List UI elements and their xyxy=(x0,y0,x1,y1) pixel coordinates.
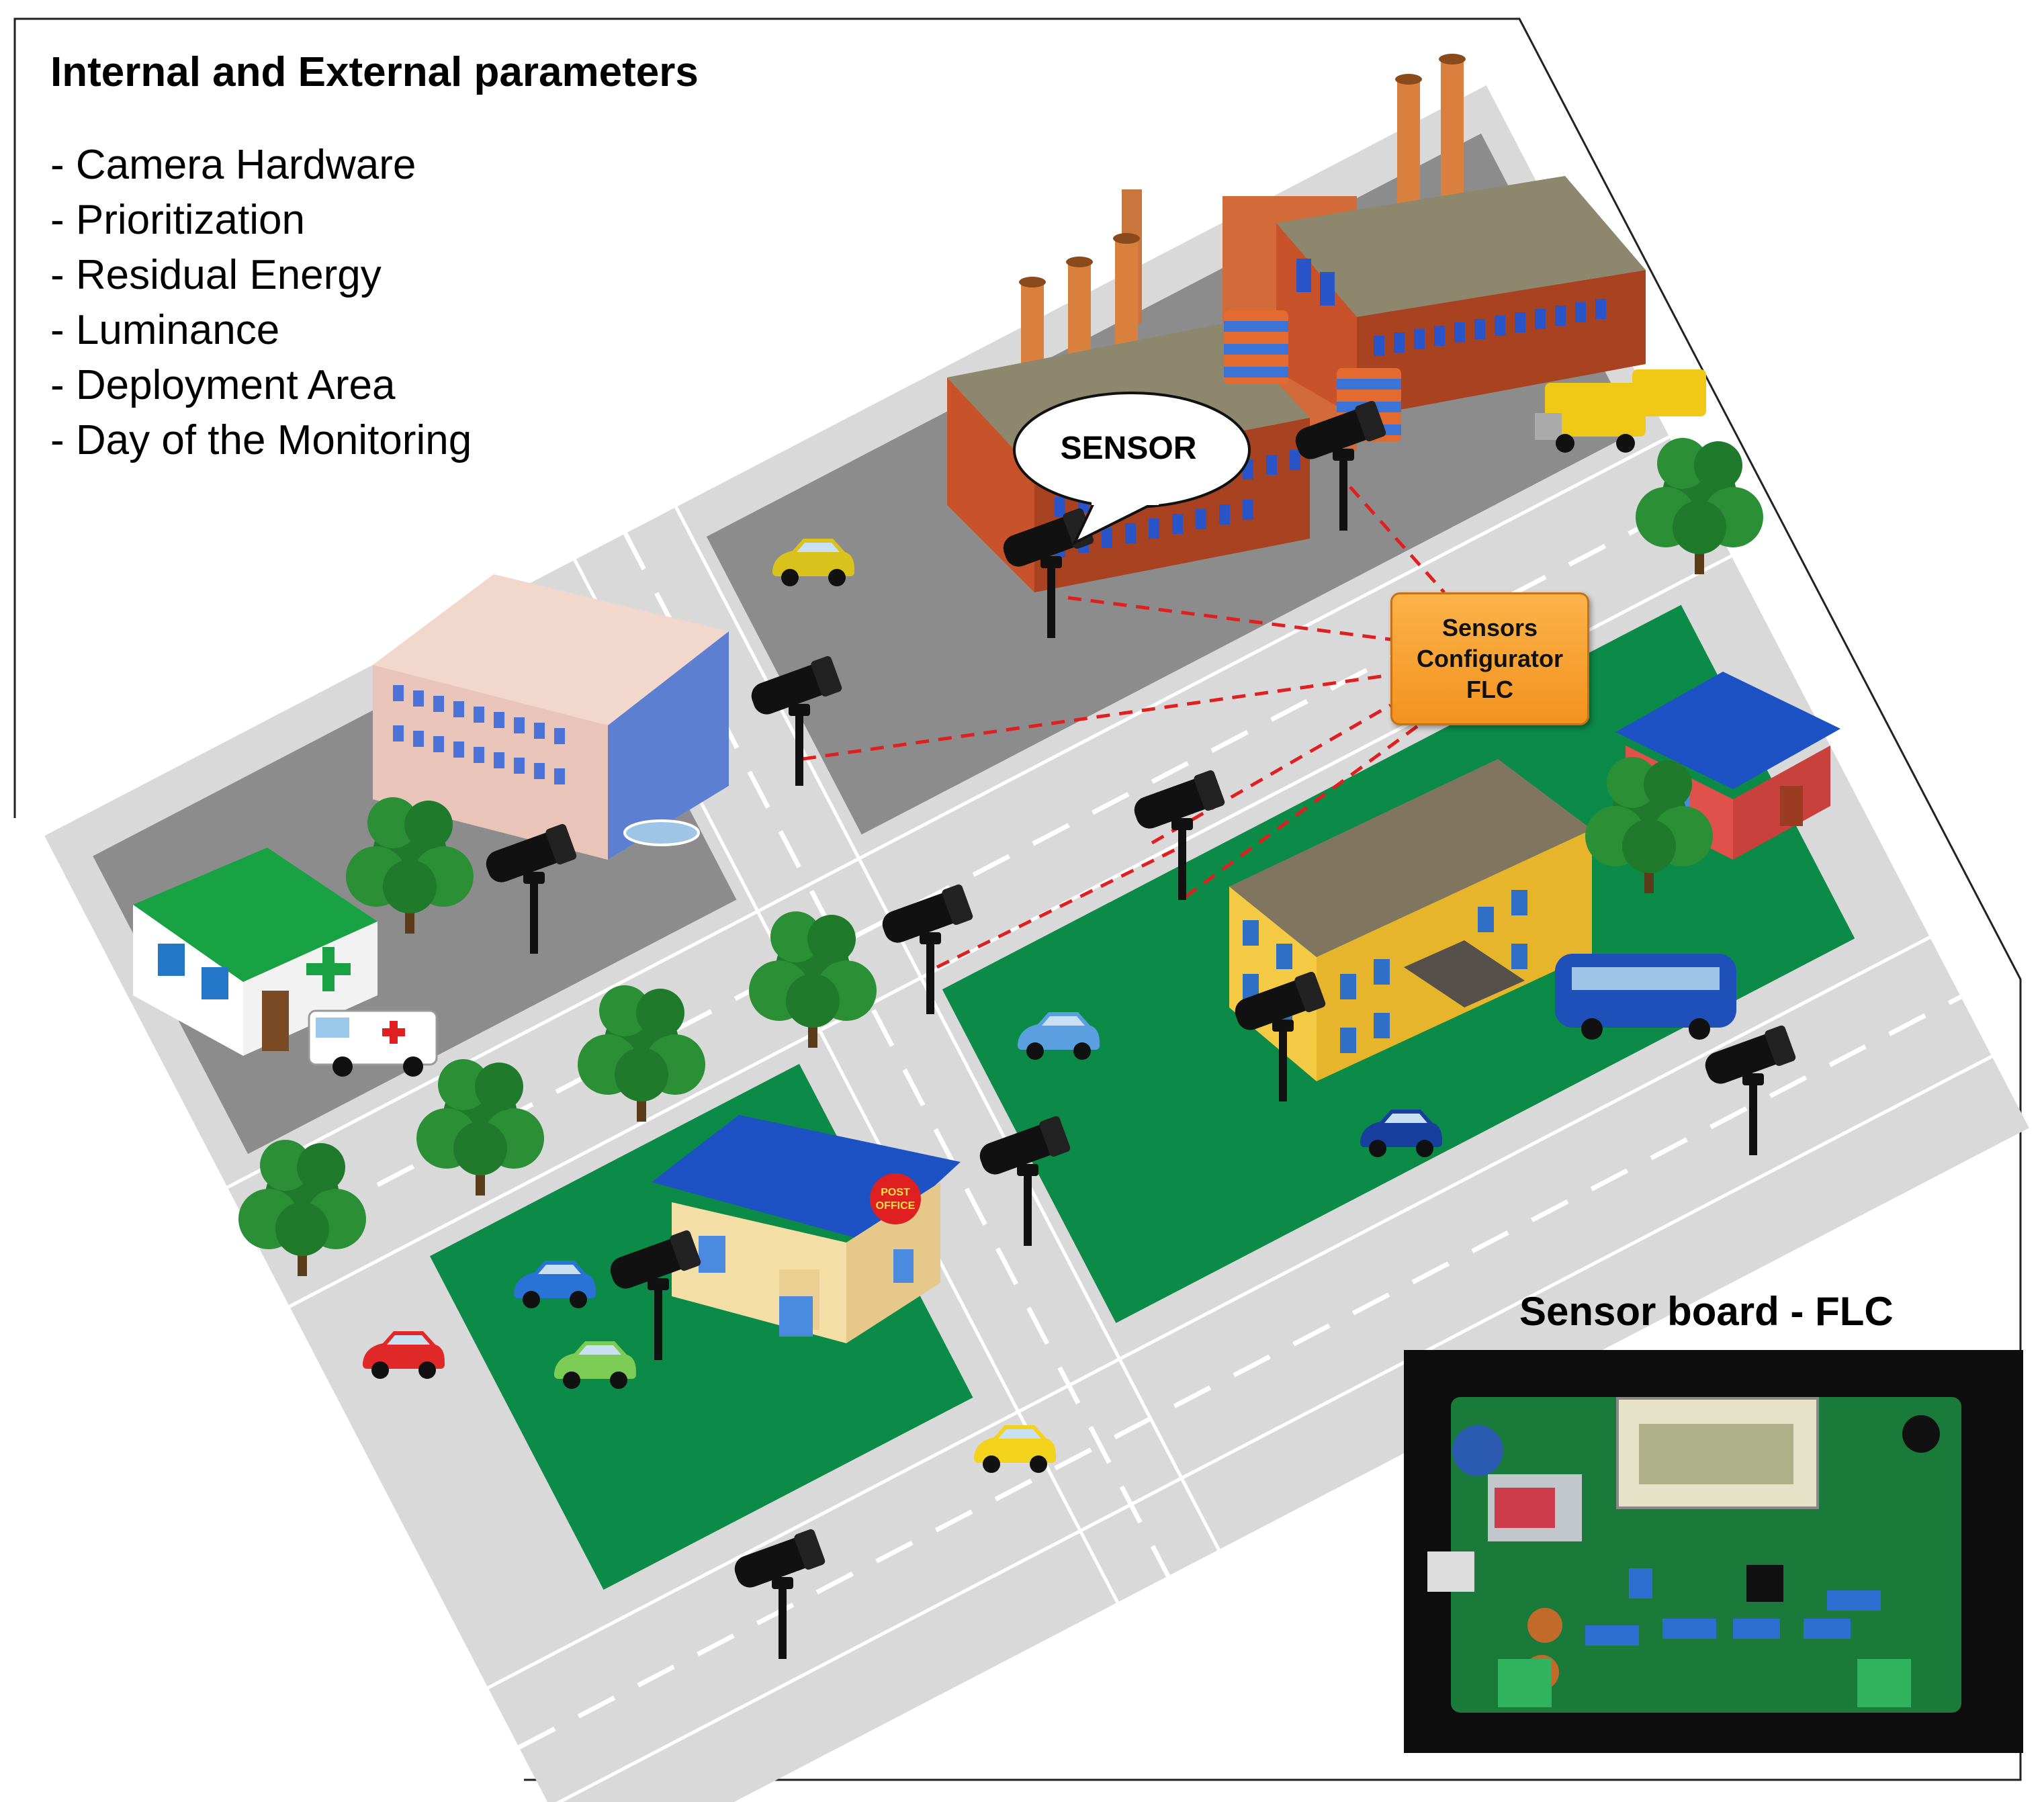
school-building xyxy=(1229,759,1592,1081)
configurator-line: FLC xyxy=(1466,676,1513,703)
parameters-list: - Camera Hardware - Prioritization - Res… xyxy=(50,138,472,468)
bus-icon xyxy=(1555,954,1736,1040)
parameter-item: - Luminance xyxy=(50,307,280,353)
configurator-line: Configurator xyxy=(1417,645,1563,672)
sensor-board-title: Sensor board - FLC xyxy=(1519,1289,1894,1334)
post-office-building: POST OFFICE xyxy=(652,1115,961,1343)
factory-right xyxy=(1122,54,1646,451)
truck-icon xyxy=(1535,369,1706,453)
parameter-item: - Camera Hardware xyxy=(50,142,416,188)
parameter-item: - Deployment Area xyxy=(50,362,396,408)
sensor-callout xyxy=(1013,392,1251,546)
sensor-callout-label: SENSOR xyxy=(1060,431,1197,466)
parameters-title: Internal and External parameters xyxy=(50,49,699,95)
post-office-sign-line2: OFFICE xyxy=(876,1200,916,1212)
sensors-configurator-box: Sensors Configurator FLC xyxy=(1390,592,1589,725)
parameter-item: - Day of the Monitoring xyxy=(50,417,472,463)
vehicle-icons xyxy=(308,369,1736,1473)
configurator-line: Sensors xyxy=(1441,614,1538,641)
parameter-item: - Prioritization xyxy=(50,197,305,243)
ambulance-icon xyxy=(308,1009,438,1077)
parameter-item: - Residual Energy xyxy=(50,252,382,298)
post-office-sign-line1: POST xyxy=(881,1187,910,1198)
pharmacy-building xyxy=(133,848,377,1056)
sensor-board-photo xyxy=(1404,1350,2023,1753)
